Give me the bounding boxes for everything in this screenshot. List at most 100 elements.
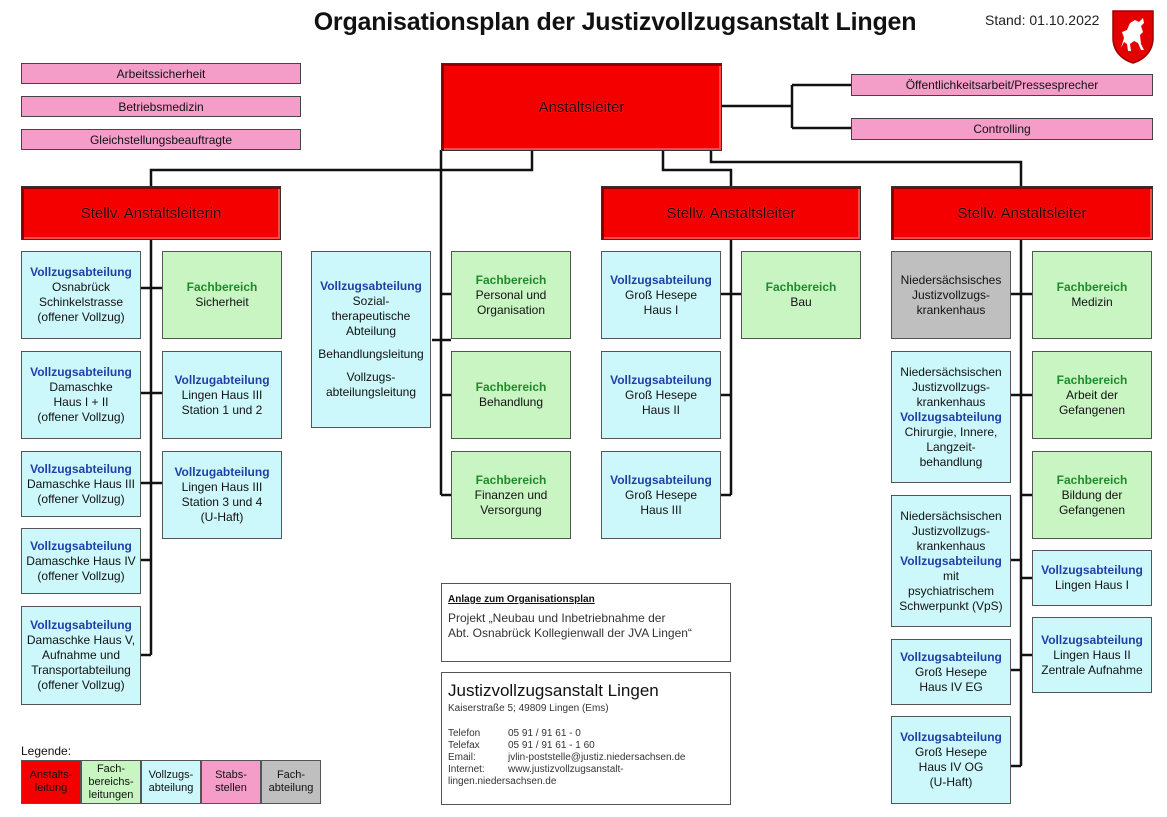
legend-line: abteilung xyxy=(148,782,194,794)
unit-line: Lingen Haus I xyxy=(1054,578,1130,592)
contact-key: Email: xyxy=(448,752,476,763)
contact-email[interactable]: jvlin-poststelle@justiz.niedersachsen.de xyxy=(508,752,686,763)
legend-title: Legende: xyxy=(21,744,72,758)
fach-line: Personal und xyxy=(475,287,547,302)
contact-website[interactable]: www.justizvollzugsanstalt- xyxy=(508,764,624,775)
fach-line: Bildung der xyxy=(1061,487,1123,502)
unit-line: Niedersächsischen xyxy=(900,508,1002,523)
deputy-label: Stellv. Anstaltsleiterin xyxy=(80,204,222,222)
staff-box-controlling: Controlling xyxy=(851,118,1153,140)
unit-line: Haus IV OG xyxy=(918,760,984,774)
unit-box: Vollzugsabteilung Damaschke Haus I + II … xyxy=(21,351,141,439)
unit-box: Vollzugsabteilung Groß Hesepe Haus III xyxy=(601,451,721,539)
unit-heading: Vollzugsabteilung xyxy=(900,730,1002,744)
fachabteilung-box: Niedersächsisches Justizvollzugs- kranke… xyxy=(891,251,1011,339)
legend-line: abteilung xyxy=(268,782,314,794)
unit-box: Vollzugabteilung Lingen Haus III Station… xyxy=(162,351,282,439)
contact-key: Telefax xyxy=(448,740,480,751)
unit-line: Lingen Haus III xyxy=(181,387,263,402)
fach-heading: Fachbereich xyxy=(765,280,837,294)
fach-line: Finanzen und xyxy=(474,487,548,502)
unit-heading: Vollzugsabteilung xyxy=(900,409,1002,424)
unit-heading: Vollzugsabteilung xyxy=(1041,563,1143,577)
deputy-label: Stellv. Anstaltsleiter xyxy=(666,204,796,222)
unit-box: Vollzugsabteilung Damaschke Haus III (of… xyxy=(21,451,141,517)
horse-crest-icon xyxy=(1112,10,1154,64)
unit-box: Vollzugsabteilung Damaschke Haus V, Aufn… xyxy=(21,606,141,705)
unit-heading: Vollzugsabteilung xyxy=(30,618,132,632)
fach-box: Fachbereich Arbeit der Gefangenen xyxy=(1032,351,1152,439)
fach-heading: Fachbereich xyxy=(1056,472,1128,487)
unit-heading: Vollzugsabteilung xyxy=(610,272,712,287)
fach-line: Behandlung xyxy=(478,395,544,409)
contact-value: 05 91 / 91 61 - 0 xyxy=(508,728,581,739)
staff-box-arbeitssicherheit: Arbeitssicherheit xyxy=(21,63,301,84)
unit-line: Schwerpunkt (VpS) xyxy=(899,598,1003,613)
staff-box-pressesprecher: Öffentlichkeitsarbeit/Pressesprecher xyxy=(851,74,1153,96)
contact-row: Internet: www.justizvollzugsanstalt- xyxy=(448,764,724,776)
unit-line: Osnabrück xyxy=(51,280,111,294)
unit-line: (offener Vollzug) xyxy=(37,491,125,506)
unit-heading: Vollzugsabteilung xyxy=(610,472,712,487)
legend-item-fachbereich: Fach-bereichs-leitungen xyxy=(81,760,141,804)
unit-box: Vollzugabteilung Lingen Haus III Station… xyxy=(162,451,282,539)
fach-line: Gefangenen xyxy=(1058,402,1126,417)
legend-item-leitung: Anstalts-leitung xyxy=(21,760,81,804)
deputy-label: Stellv. Anstaltsleiter xyxy=(957,204,1087,222)
unit-line: (offener Vollzug) xyxy=(37,568,125,583)
contact-value: 05 91 / 91 61 - 1 60 xyxy=(508,740,595,751)
contact-website-cont[interactable]: lingen.niedersachsen.de xyxy=(448,776,557,787)
unit-line: Damaschke Haus V, xyxy=(26,633,136,647)
unit-line: (offener Vollzug) xyxy=(37,310,125,324)
unit-line: therapeutische xyxy=(331,309,411,323)
unit-line: Lingen Haus III xyxy=(181,480,263,494)
fach-heading: Fachbereich xyxy=(1056,372,1128,387)
unit-line: Haus III xyxy=(640,502,682,517)
fach-box: Fachbereich Finanzen und Versorgung xyxy=(451,451,571,539)
deputy-box-2: Stellv. Anstaltsleiter xyxy=(601,186,861,240)
fach-box: Fachbereich Bau xyxy=(741,251,861,339)
legend-line: Fach- xyxy=(96,762,126,775)
unit-line: Transportabteilung xyxy=(31,663,131,677)
unit-line: Haus II xyxy=(641,402,680,417)
unit-line: behandlung xyxy=(919,454,983,469)
unit-line: Schinkelstrasse xyxy=(38,295,124,309)
unit-box: Vollzugsabteilung Groß Hesepe Haus IV EG xyxy=(891,639,1011,705)
unit-line: Justizvollzugs- xyxy=(911,379,991,394)
fach-line: Sicherheit xyxy=(195,295,249,309)
staff-box-gleichstellung: Gleichstellungsbeauftragte xyxy=(21,129,301,150)
unit-box: Vollzugsabteilung Groß Hesepe Haus II xyxy=(601,351,721,439)
contact-row: Email: jvlin-poststelle@justiz.niedersach… xyxy=(448,752,724,764)
fach-box: Fachbereich Bildung der Gefangenen xyxy=(1032,451,1152,539)
fach-heading: Fachbereich xyxy=(186,280,258,294)
unit-heading: Vollzugabteilung xyxy=(174,465,270,479)
unit-line: Chirurgie, Innere, xyxy=(904,424,998,439)
fach-box: Fachbereich Sicherheit xyxy=(162,251,282,339)
contact-name: Justizvollzugsanstalt Lingen xyxy=(448,681,659,700)
unit-box: Vollzugsabteilung Groß Hesepe Haus I xyxy=(601,251,721,339)
unit-heading: Vollzugsabteilung xyxy=(30,365,132,379)
fach-line: Bau xyxy=(790,295,812,309)
contact-key: Telefon xyxy=(448,728,481,739)
fach-heading: Fachbereich xyxy=(475,380,547,394)
fach-line: Arbeit der xyxy=(1065,387,1119,402)
unit-line: Station 3 und 4 xyxy=(181,495,263,509)
unit-line: Lingen Haus II xyxy=(1053,647,1131,662)
unit-line: Aufnahme und xyxy=(41,648,121,662)
unit-box: Vollzugsabteilung Lingen Haus II Zentral… xyxy=(1032,617,1152,693)
deputy-box-3: Stellv. Anstaltsleiter xyxy=(891,186,1153,240)
unit-heading: Vollzugabteilung xyxy=(174,372,270,387)
unit-heading: Vollzugsabteilung xyxy=(900,553,1002,568)
fach-box: Fachbereich Medizin xyxy=(1032,251,1152,339)
legend-line: leitungen xyxy=(88,788,134,801)
unit-line: Groß Hesepe xyxy=(914,664,988,679)
legend-item-stab: Stabs-stellen xyxy=(201,760,261,804)
unit-line: Justizvollzugs- xyxy=(911,523,991,538)
contact-key: Internet: xyxy=(448,764,485,775)
legend-line: Vollzugs- xyxy=(148,769,194,781)
annex-title: Anlage zum Organisationsplan xyxy=(448,594,595,605)
unit-line: Sozial- xyxy=(352,294,390,308)
unit-box: Vollzugsabteilung Damaschke Haus IV (off… xyxy=(21,528,141,594)
annex-box: Anlage zum Organisationsplan Projekt „Ne… xyxy=(441,583,731,662)
